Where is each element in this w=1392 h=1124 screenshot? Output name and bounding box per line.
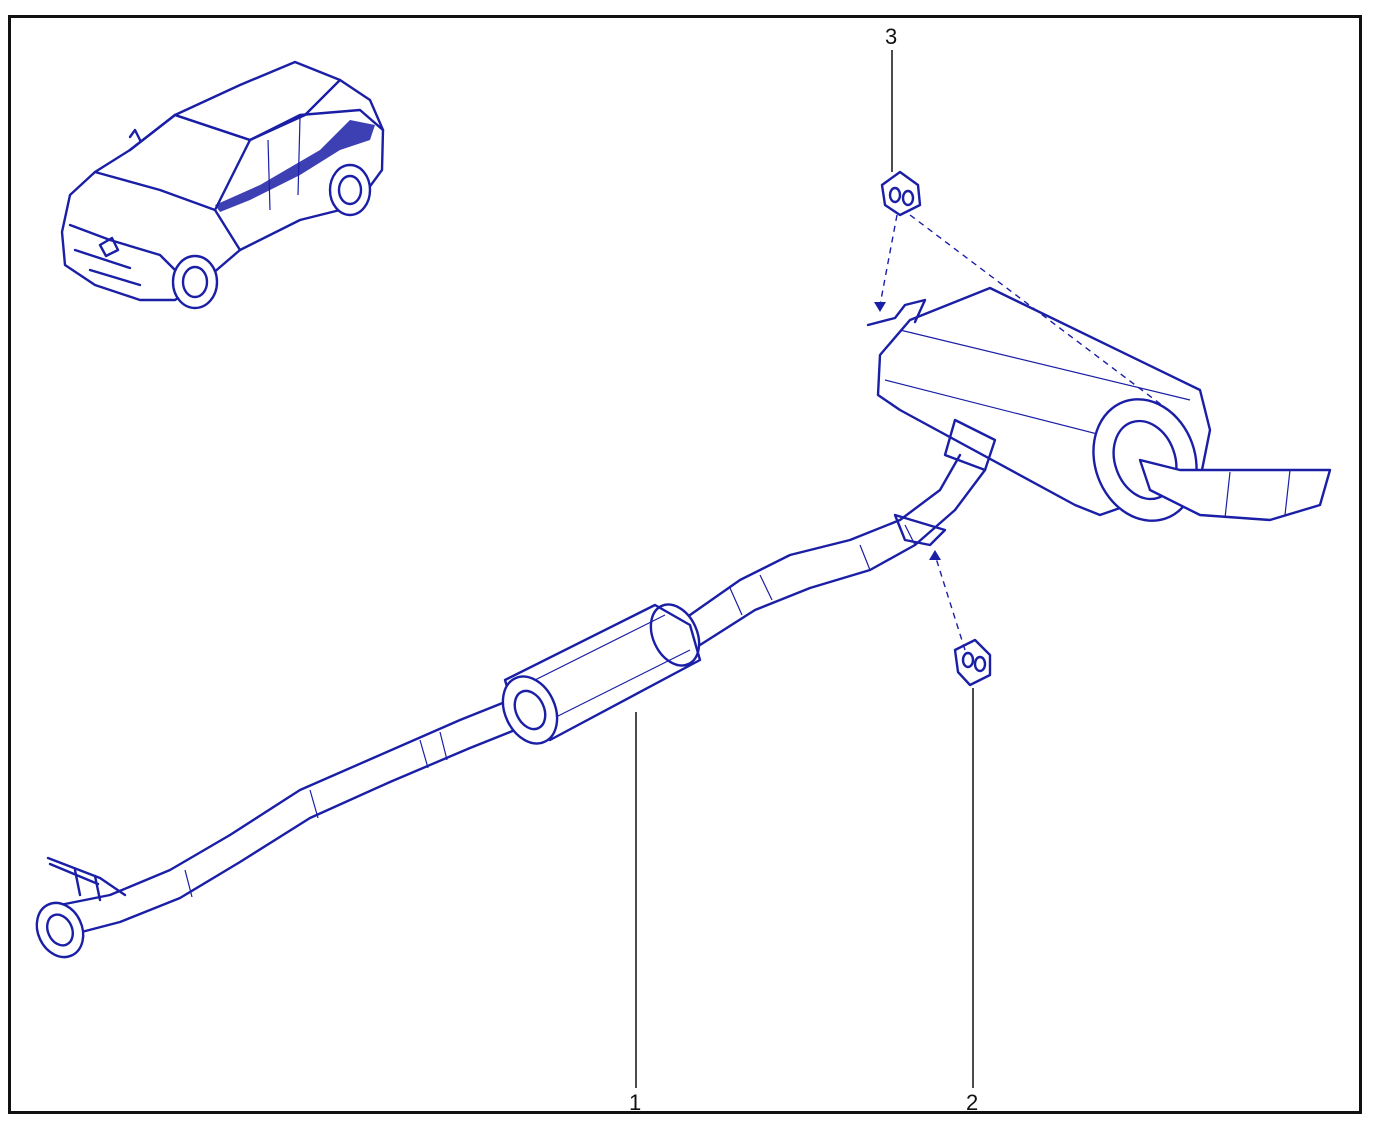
callout-label-1: 1	[629, 1090, 642, 1115]
callout-label-2: 2	[966, 1090, 979, 1115]
front-pipe	[35, 698, 522, 959]
rear-silencer	[866, 286, 1332, 522]
vehicle-locator-illustration	[60, 60, 385, 310]
intermediate-pipe	[688, 453, 987, 647]
centre-silencer	[501, 603, 702, 745]
rubber-mounting-2	[953, 638, 992, 687]
callout-label-3: 3	[885, 24, 898, 49]
assembly-guide-lines	[874, 214, 1176, 651]
rubber-mounting-3	[880, 170, 922, 217]
